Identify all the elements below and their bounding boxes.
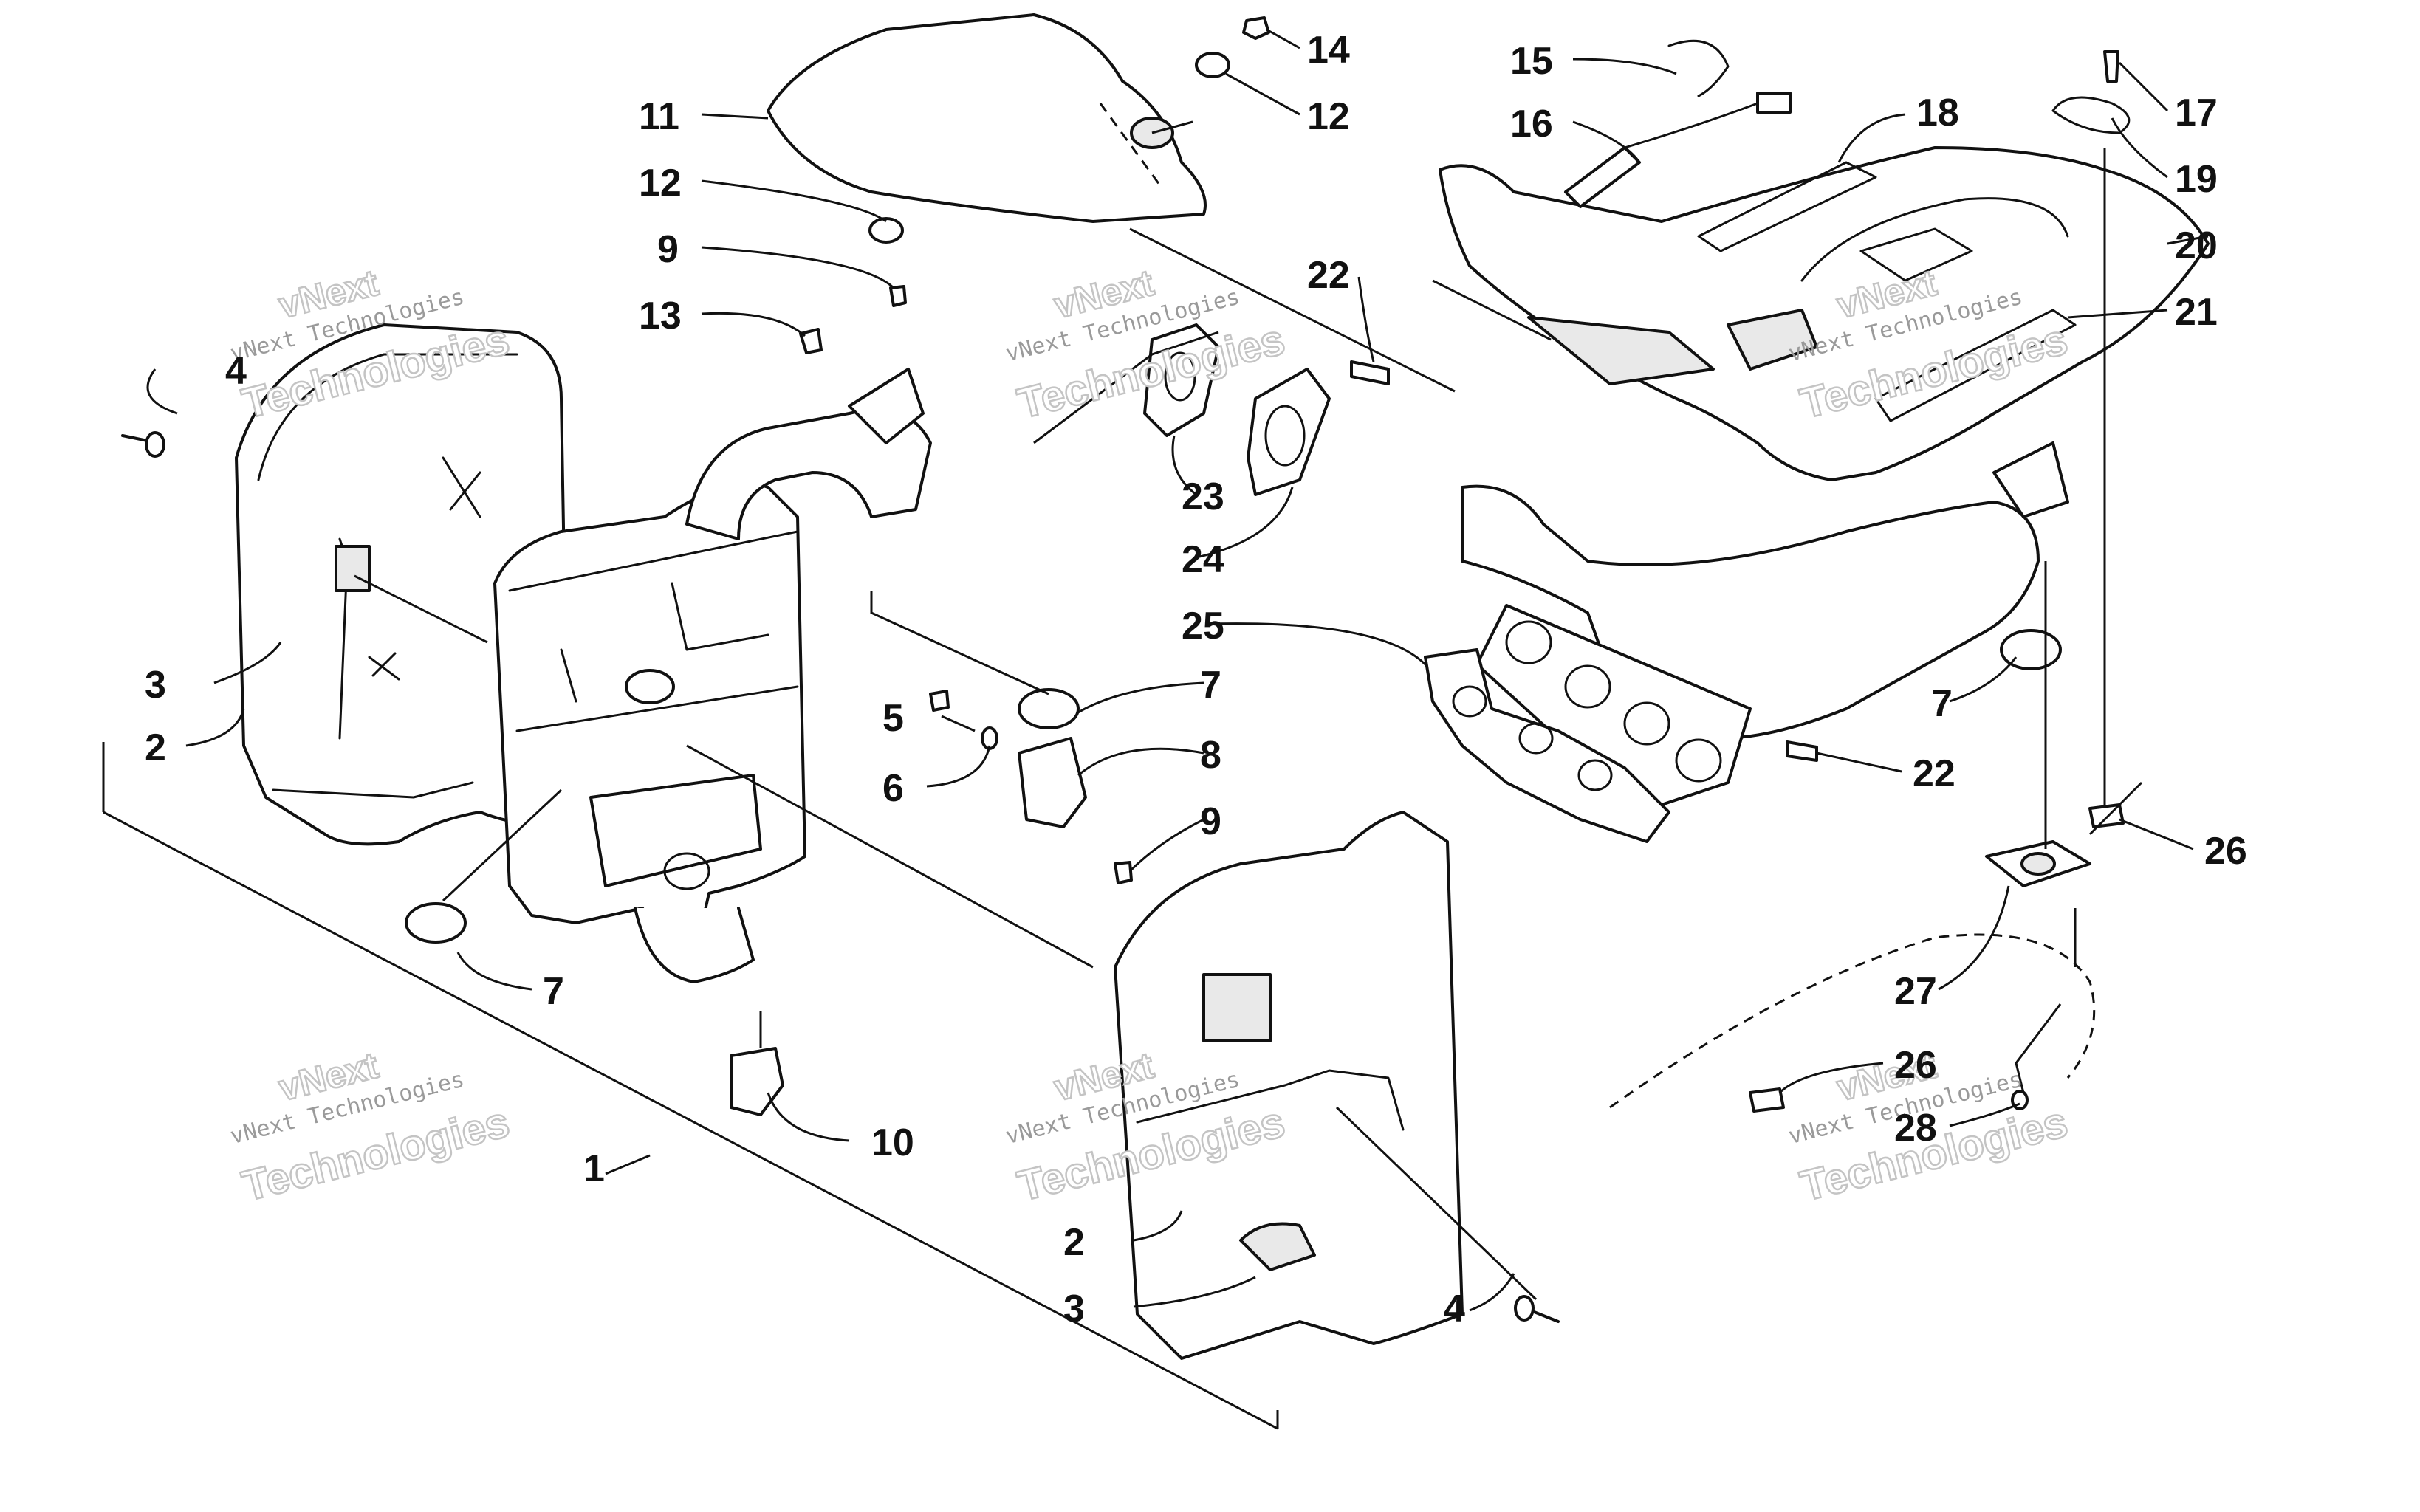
callout-1: 1 bbox=[583, 1147, 605, 1190]
callout-4: 4 bbox=[225, 350, 247, 393]
callout-26: 26 bbox=[2204, 830, 2247, 873]
callout-12: 12 bbox=[639, 162, 682, 205]
callout-24: 24 bbox=[1182, 538, 1224, 581]
callout-26: 26 bbox=[1894, 1044, 1937, 1087]
callout-9: 9 bbox=[657, 228, 679, 271]
muffler-inlet-pipe bbox=[685, 368, 932, 540]
exhaust-manifold bbox=[1461, 441, 2069, 814]
callout-14: 14 bbox=[1307, 29, 1350, 72]
callout-4: 4 bbox=[1444, 1288, 1465, 1330]
leader-lines bbox=[146, 28, 2209, 1312]
callout-9: 9 bbox=[1200, 800, 1221, 843]
callout-20: 20 bbox=[2175, 224, 2218, 267]
callout-18: 18 bbox=[1916, 92, 1959, 134]
frame-outline bbox=[1609, 933, 2096, 1109]
callout-labels: 1 2 2 3 3 4 4 5 6 7 7 7 8 9 9 10 11 12 1… bbox=[145, 29, 2247, 1330]
callout-7: 7 bbox=[543, 970, 564, 1013]
callout-13: 13 bbox=[639, 295, 682, 337]
callout-5: 5 bbox=[882, 697, 904, 740]
callout-16: 16 bbox=[1510, 103, 1553, 145]
gaskets bbox=[1143, 323, 1670, 843]
callout-2: 2 bbox=[1063, 1221, 1085, 1264]
catalytic-heat-shield bbox=[1439, 146, 2210, 481]
callout-3: 3 bbox=[145, 664, 166, 707]
callout-11: 11 bbox=[639, 95, 679, 138]
callout-6: 6 bbox=[882, 767, 904, 810]
callout-7: 7 bbox=[1200, 664, 1221, 707]
callout-3: 3 bbox=[1063, 1288, 1085, 1330]
callout-21: 21 bbox=[2175, 291, 2218, 334]
callout-10: 10 bbox=[871, 1121, 914, 1164]
callout-28: 28 bbox=[1894, 1107, 1937, 1150]
callout-23: 23 bbox=[1182, 475, 1224, 518]
callout-19: 19 bbox=[2175, 158, 2218, 201]
callout-12: 12 bbox=[1307, 95, 1350, 138]
callout-7: 7 bbox=[1931, 682, 1953, 725]
assembly-bracket bbox=[102, 742, 1279, 1430]
callout-2: 2 bbox=[145, 726, 166, 769]
muffler bbox=[493, 482, 806, 983]
callout-27: 27 bbox=[1894, 970, 1937, 1013]
callout-22: 22 bbox=[1307, 254, 1350, 297]
upper-heat-shield bbox=[767, 13, 1207, 223]
callout-8: 8 bbox=[1200, 734, 1221, 777]
callout-22: 22 bbox=[1913, 752, 1955, 795]
right-heat-shield bbox=[1114, 811, 1464, 1360]
callout-25: 25 bbox=[1182, 605, 1224, 647]
callout-15: 15 bbox=[1510, 40, 1553, 83]
callout-17: 17 bbox=[2175, 92, 2218, 134]
